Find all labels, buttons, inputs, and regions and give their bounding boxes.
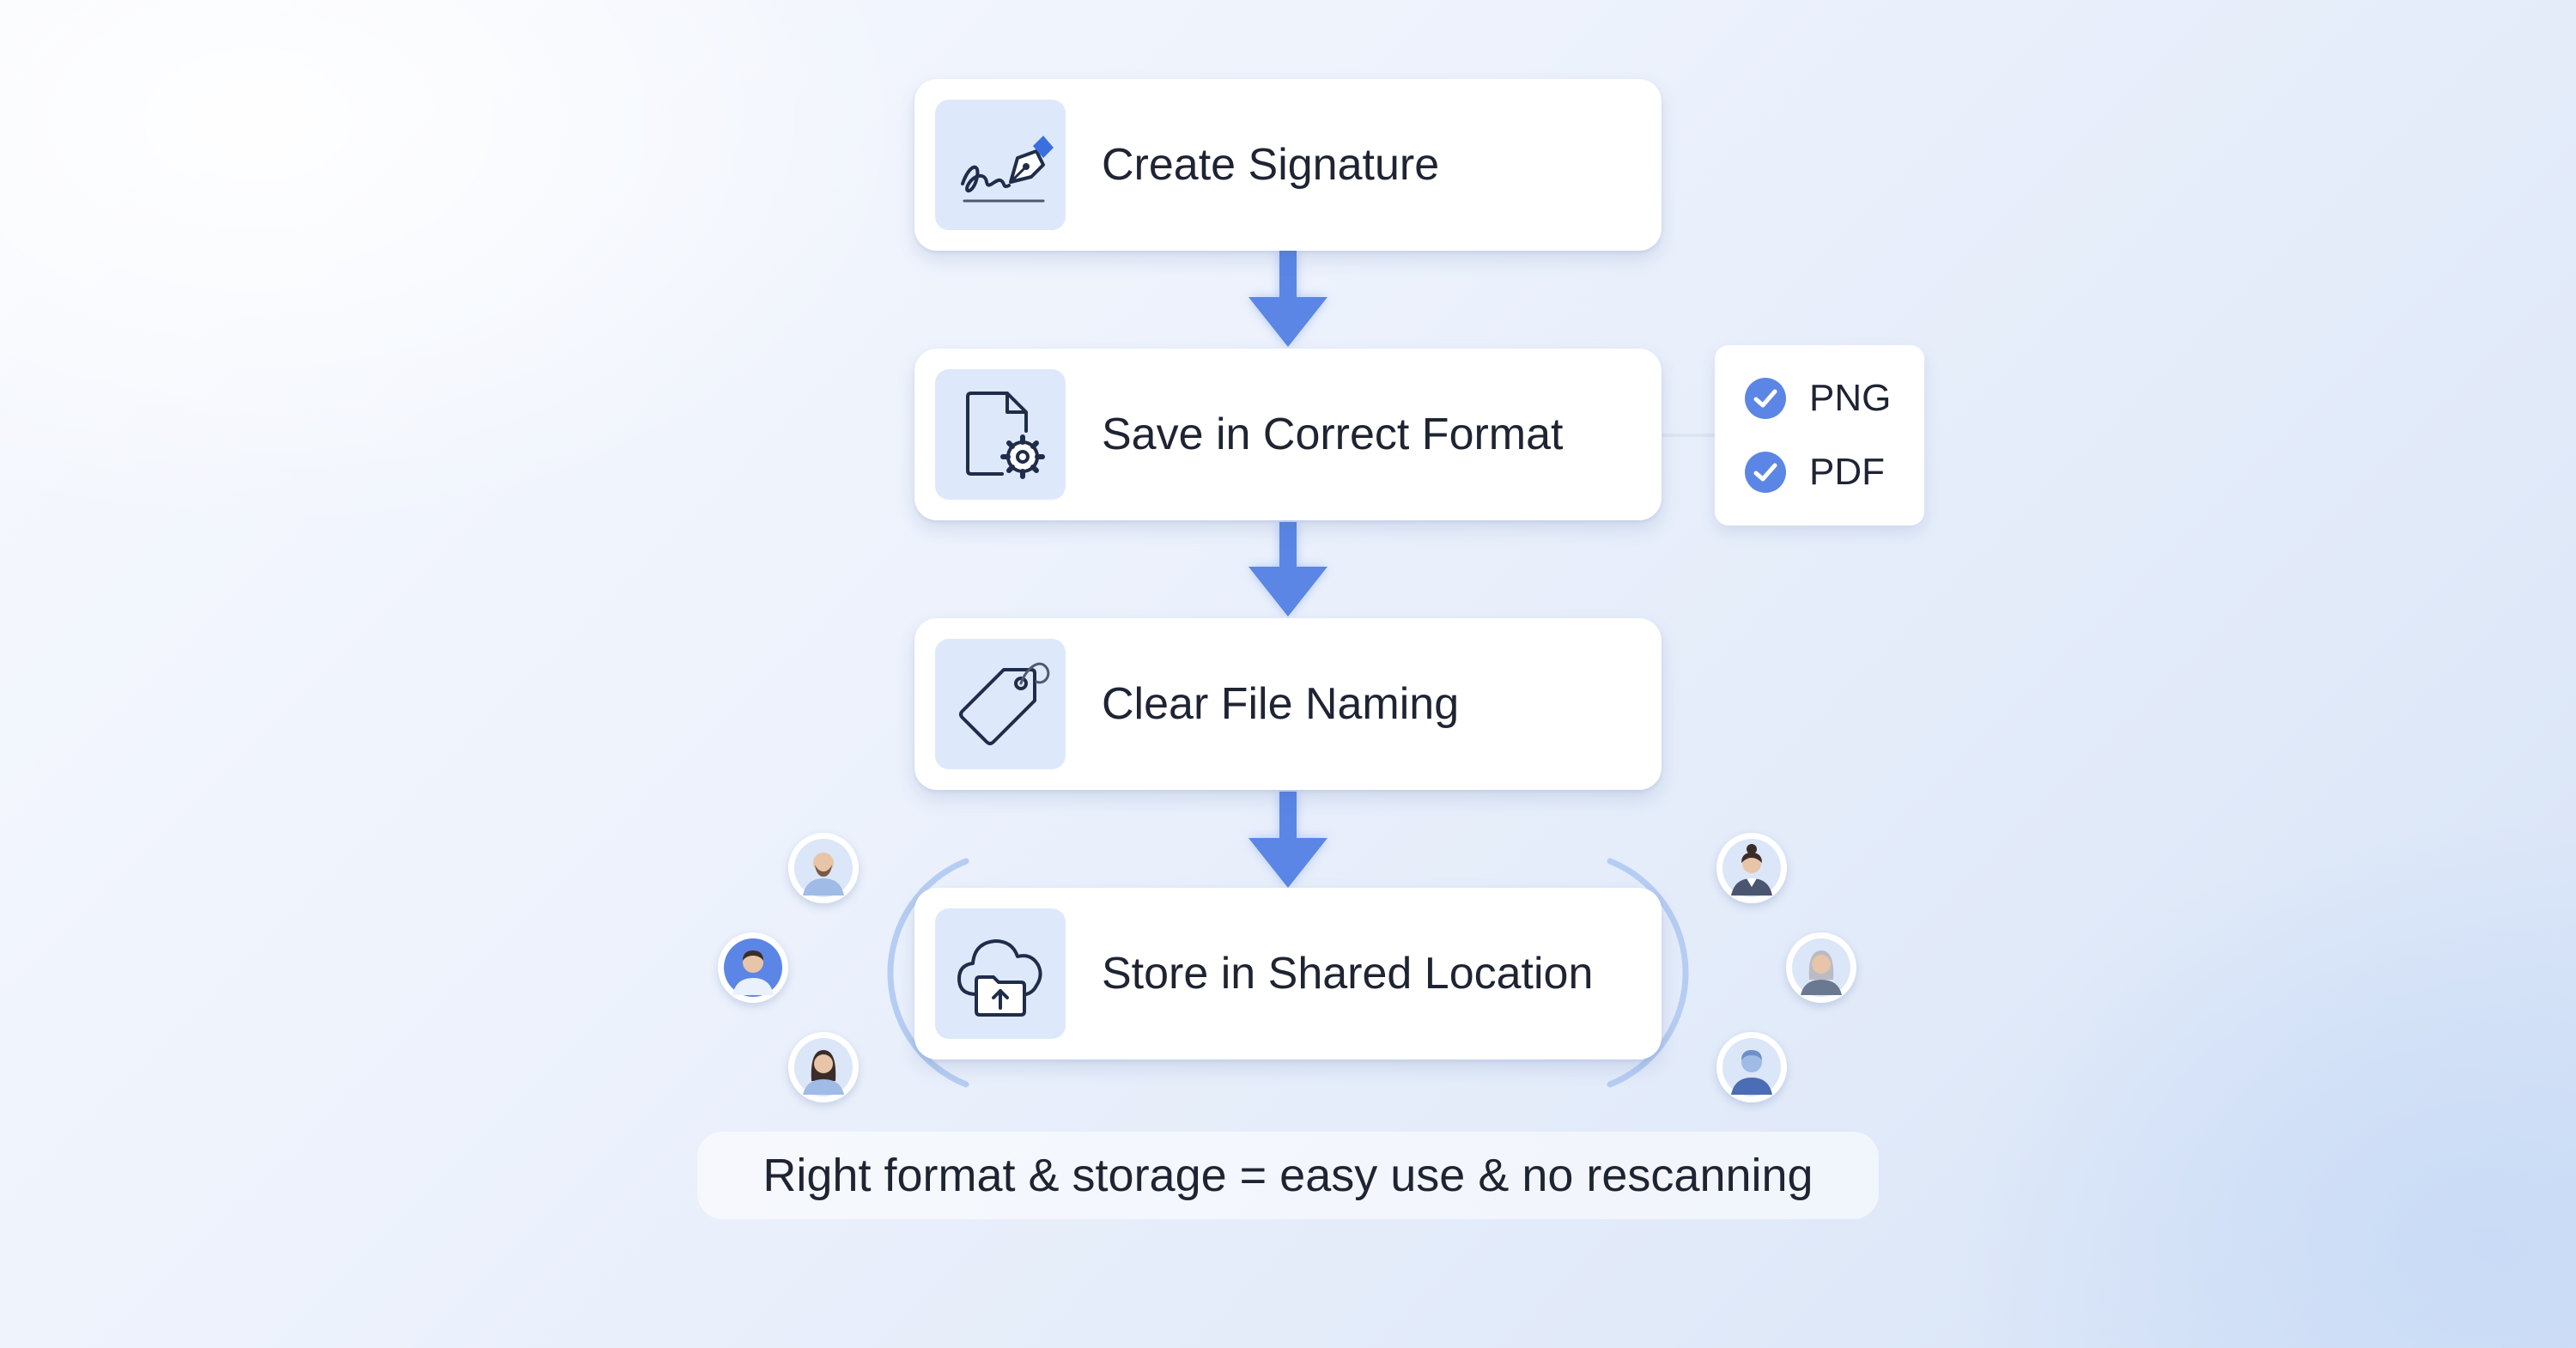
avatar-user-man xyxy=(1716,1032,1787,1102)
step-label: Store in Shared Location xyxy=(1102,949,1594,999)
step-label: Clear File Naming xyxy=(1102,679,1460,729)
share-ring-right xyxy=(1607,858,1689,1088)
flow-arrow-2 xyxy=(1249,522,1327,616)
avatar-user-older-woman xyxy=(1786,932,1856,1003)
step-card-file-naming: Clear File Naming xyxy=(914,618,1662,790)
caption-text: Right format & storage = easy use & no r… xyxy=(762,1150,1814,1201)
check-circle-icon xyxy=(1745,378,1786,419)
flow-arrow-3 xyxy=(1249,792,1327,888)
avatar-user-bald-man xyxy=(788,833,859,903)
format-options-panel: PNG PDF xyxy=(1715,345,1924,525)
step-card-create-signature: Create Signature xyxy=(914,79,1662,251)
check-circle-icon xyxy=(1745,452,1786,493)
step-label: Create Signature xyxy=(1102,140,1440,190)
avatar-user-woman xyxy=(788,1032,859,1102)
step-card-shared-location: Store in Shared Location xyxy=(914,888,1662,1060)
tag-icon xyxy=(935,639,1066,769)
caption-banner: Right format & storage = easy use & no r… xyxy=(697,1132,1879,1219)
share-ring-left xyxy=(887,858,969,1088)
format-item-pdf: PDF xyxy=(1744,446,1885,498)
avatar-user-woman-bun xyxy=(1716,833,1787,903)
format-label: PNG xyxy=(1809,377,1892,419)
format-item-png: PNG xyxy=(1744,373,1891,424)
step-card-save-format: Save in Correct Format xyxy=(914,349,1662,520)
flow-arrow-1 xyxy=(1249,251,1327,347)
avatar-user-man-blue xyxy=(718,932,788,1003)
step-label: Save in Correct Format xyxy=(1102,410,1564,459)
format-label: PDF xyxy=(1809,451,1885,493)
file-gear-icon xyxy=(935,369,1066,500)
signature-pen-icon xyxy=(935,100,1066,230)
cloud-folder-upload-icon xyxy=(935,908,1066,1039)
